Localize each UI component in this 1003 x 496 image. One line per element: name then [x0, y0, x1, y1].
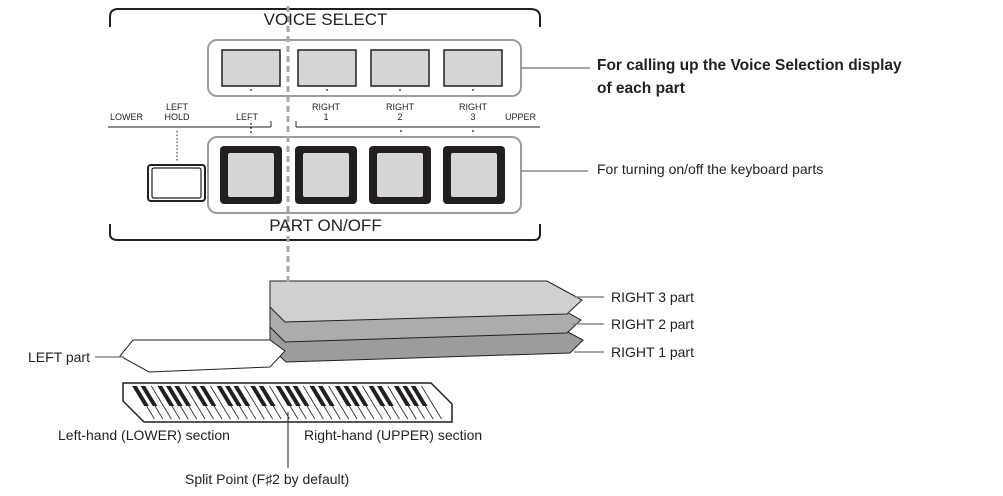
black-key: [233, 386, 251, 406]
white-key-divider: [184, 385, 206, 420]
white-key-divider: [243, 385, 265, 420]
black-key: [140, 386, 158, 406]
black-key: [132, 386, 149, 406]
panel-frame-top: [109, 8, 541, 27]
label-lower: LOWER: [110, 112, 144, 122]
callout-right3-part: RIGHT 3 part: [611, 289, 694, 305]
callout-part-on-off: For turning on/off the keyboard parts: [597, 161, 824, 177]
label-right2-2: 2: [397, 112, 403, 122]
white-key-divider: [362, 385, 383, 420]
part-buttons: [220, 146, 505, 204]
black-key: [258, 386, 276, 406]
label-right2-1: RIGHT: [386, 102, 414, 112]
black-key: [410, 386, 428, 406]
label-right3-2: 3: [470, 112, 476, 122]
black-key: [351, 386, 369, 406]
callout-right-hand-section: Right-hand (UPPER) section: [304, 427, 483, 443]
callout-voice-selection-line1: For calling up the Voice Selection displ…: [597, 57, 902, 74]
white-key-divider: [302, 385, 324, 420]
panel-frame-bottom: [109, 224, 541, 241]
black-key: [225, 386, 242, 406]
label-right3-1: RIGHT: [459, 102, 487, 112]
white-key-divider: [269, 385, 290, 420]
callout-right1-part: RIGHT 1 part: [611, 344, 694, 360]
white-key-divider: [328, 385, 350, 420]
black-key: [250, 386, 268, 406]
voice-select-button-left[interactable]: [221, 49, 281, 87]
black-key: [199, 386, 217, 406]
callout-left-part: LEFT part: [28, 349, 90, 365]
black-key: [165, 386, 183, 406]
black-key: [368, 386, 386, 406]
black-key: [402, 386, 420, 406]
voice-select-button-right3[interactable]: [443, 49, 503, 87]
black-key: [309, 386, 327, 406]
callout-voice-selection-line2: of each part: [597, 80, 685, 97]
left-hold-button[interactable]: [147, 164, 206, 202]
keyboard-keys: [132, 385, 442, 420]
callout-right2-part: RIGHT 2 part: [611, 316, 694, 332]
voice-button-dots: [250, 89, 474, 133]
black-key: [393, 386, 411, 406]
black-key: [317, 386, 335, 406]
black-key: [216, 386, 234, 406]
white-key-divider: [387, 385, 409, 420]
layer-left-part: [119, 339, 286, 373]
callout-split-point: Split Point (F♯2 by default): [185, 471, 350, 487]
voice-select-button-right2[interactable]: [370, 49, 430, 87]
black-key: [334, 386, 352, 406]
part-on-off-group-outline: [207, 136, 522, 214]
label-upper: UPPER: [505, 112, 537, 122]
layer-right3-part: [269, 280, 583, 323]
black-key: [284, 386, 301, 406]
black-key: [292, 386, 310, 406]
label-left-hold-1: LEFT: [165, 102, 188, 112]
black-key: [191, 386, 208, 406]
black-key: [275, 386, 293, 406]
black-key: [343, 386, 360, 406]
white-key-divider: [421, 385, 442, 420]
label-right1-2: 1: [323, 112, 329, 122]
left-hold-button-inner: [151, 167, 202, 199]
part-on-off-title: PART ON/OFF: [269, 216, 382, 235]
voice-select-button-right1[interactable]: [297, 49, 357, 87]
white-key-divider: [210, 385, 231, 420]
callout-left-hand-section: Left-hand (LOWER) section: [58, 427, 230, 443]
label-left-hold-2: HOLD: [164, 112, 190, 122]
black-key: [377, 386, 394, 406]
black-key: [174, 386, 192, 406]
label-left: LEFT: [236, 112, 259, 122]
label-right1-1: RIGHT: [312, 102, 340, 112]
voice-select-title: VOICE SELECT: [263, 10, 388, 29]
white-key-divider: [150, 385, 172, 420]
black-key: [157, 386, 175, 406]
